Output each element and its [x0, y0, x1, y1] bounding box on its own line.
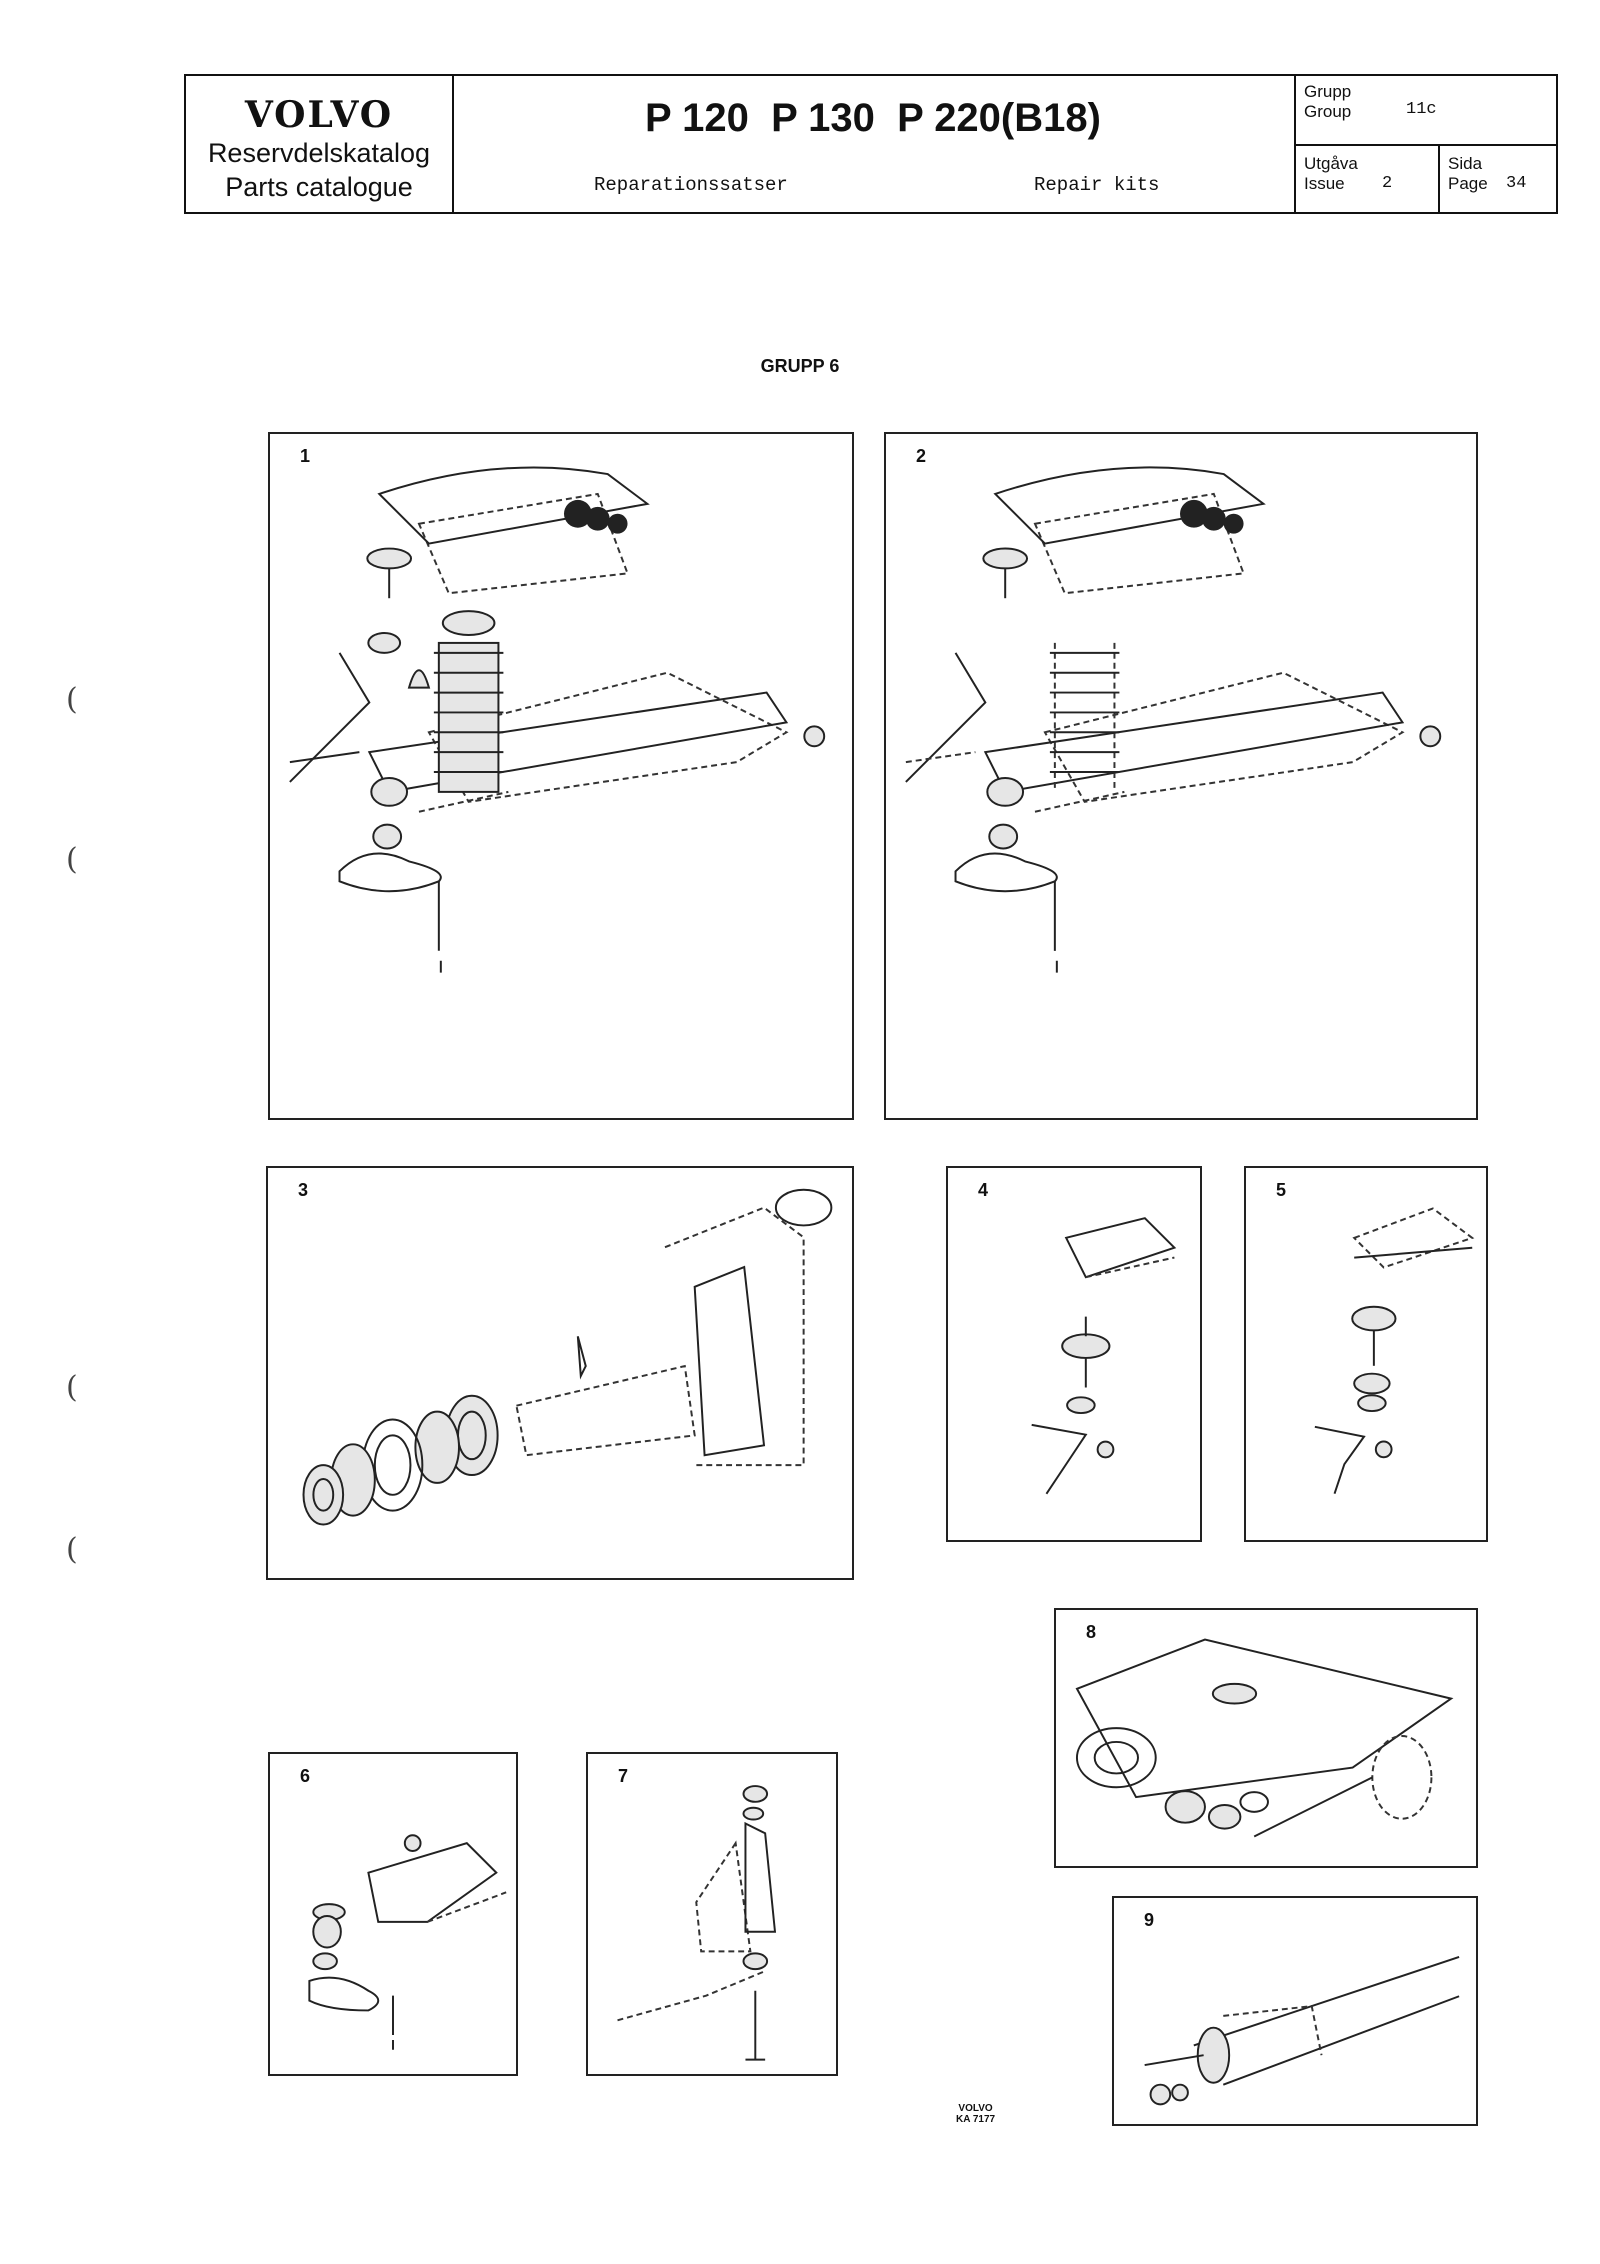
page-label-sv: Sida: [1448, 154, 1483, 173]
binding-hole-mark: (: [66, 682, 78, 717]
shock-absorber-illustration: [1144, 1956, 1460, 2106]
binding-hole-mark: (: [66, 1532, 78, 1567]
issue-box: Utgåva Issue 2: [1296, 146, 1440, 212]
title-cell: P 120 P 130 P 220(B18) Reparationssatser…: [454, 76, 1292, 212]
panel-number: 5: [1276, 1180, 1287, 1200]
brand-cell: VOLVO Reservdelskatalog Parts catalogue: [186, 76, 454, 212]
ball-joint-illustration-lower: [1314, 1207, 1475, 1494]
catalog-title-sv: Reservdelskatalog: [207, 138, 431, 168]
gasket-kit-illustration: [1075, 1638, 1454, 1838]
group-box: Grupp Group 11c: [1296, 76, 1556, 146]
stamp-brand: VOLVO: [958, 2103, 993, 2114]
suspension-illustration-1: [289, 466, 826, 973]
kit-panel-5: 5: [1244, 1166, 1488, 1542]
section-heading: GRUPP 6: [760, 356, 840, 376]
binding-hole-mark: (: [66, 842, 78, 877]
binding-hole-mark: (: [66, 1370, 78, 1405]
model-list: P 120 P 130 P 220(B18): [645, 96, 1101, 140]
panel-number: 6: [300, 1766, 311, 1786]
kit-panel-2: 2: [884, 432, 1478, 1120]
stamp-code: KA 7177: [956, 2114, 996, 2125]
suspension-illustration-2: [905, 466, 1442, 973]
issue-label-sv: Utgåva: [1304, 154, 1358, 173]
page-box: Sida Page 34: [1440, 146, 1556, 212]
panel-number: 4: [978, 1180, 989, 1200]
panel-number: 2: [916, 446, 927, 466]
panel-number: 3: [298, 1180, 309, 1200]
kit-panel-8: 8: [1054, 1608, 1478, 1868]
kit-panel-7: 7: [586, 1752, 838, 2076]
kit-panel-9: 9: [1112, 1896, 1478, 2126]
kit-panel-6: 6: [268, 1752, 518, 2076]
panel-number: 9: [1144, 1910, 1155, 1930]
kit-panel-3: 3: [266, 1166, 854, 1580]
ball-joint-illustration-upper: [1031, 1217, 1177, 1495]
catalog-title-en: Parts catalogue: [225, 172, 413, 202]
issue-label-en: Issue: [1304, 174, 1345, 193]
meta-cell: Grupp Group 11c Utgåva Issue 2 Sida Page…: [1294, 76, 1556, 212]
catalog-stamp: VOLVO KA 7177: [956, 2103, 995, 2125]
subtitle-en: Repair kits: [1034, 174, 1160, 196]
volvo-logo: VOLVO: [244, 94, 394, 136]
kit-panel-4: 4: [946, 1166, 1202, 1542]
panel-number: 8: [1086, 1622, 1097, 1642]
panel-number: 7: [618, 1766, 629, 1786]
idler-arm-illustration: [308, 1834, 507, 2050]
page-value: 34: [1506, 174, 1527, 193]
group-value: 11c: [1406, 100, 1437, 119]
catalog-header: VOLVO Reservdelskatalog Parts catalogue …: [184, 74, 1558, 214]
group-label-en: Group: [1304, 102, 1352, 121]
kit-panel-1: 1: [268, 432, 854, 1120]
page-label-en: Page: [1448, 174, 1488, 193]
group-label-sv: Grupp: [1304, 82, 1352, 101]
kingpin-illustration: [617, 1785, 777, 2061]
panel-number: 1: [300, 446, 311, 466]
wheel-bearing-illustration: [302, 1188, 833, 1526]
issue-value: 2: [1382, 174, 1393, 193]
subtitle-sv: Reparationssatser: [594, 174, 788, 196]
